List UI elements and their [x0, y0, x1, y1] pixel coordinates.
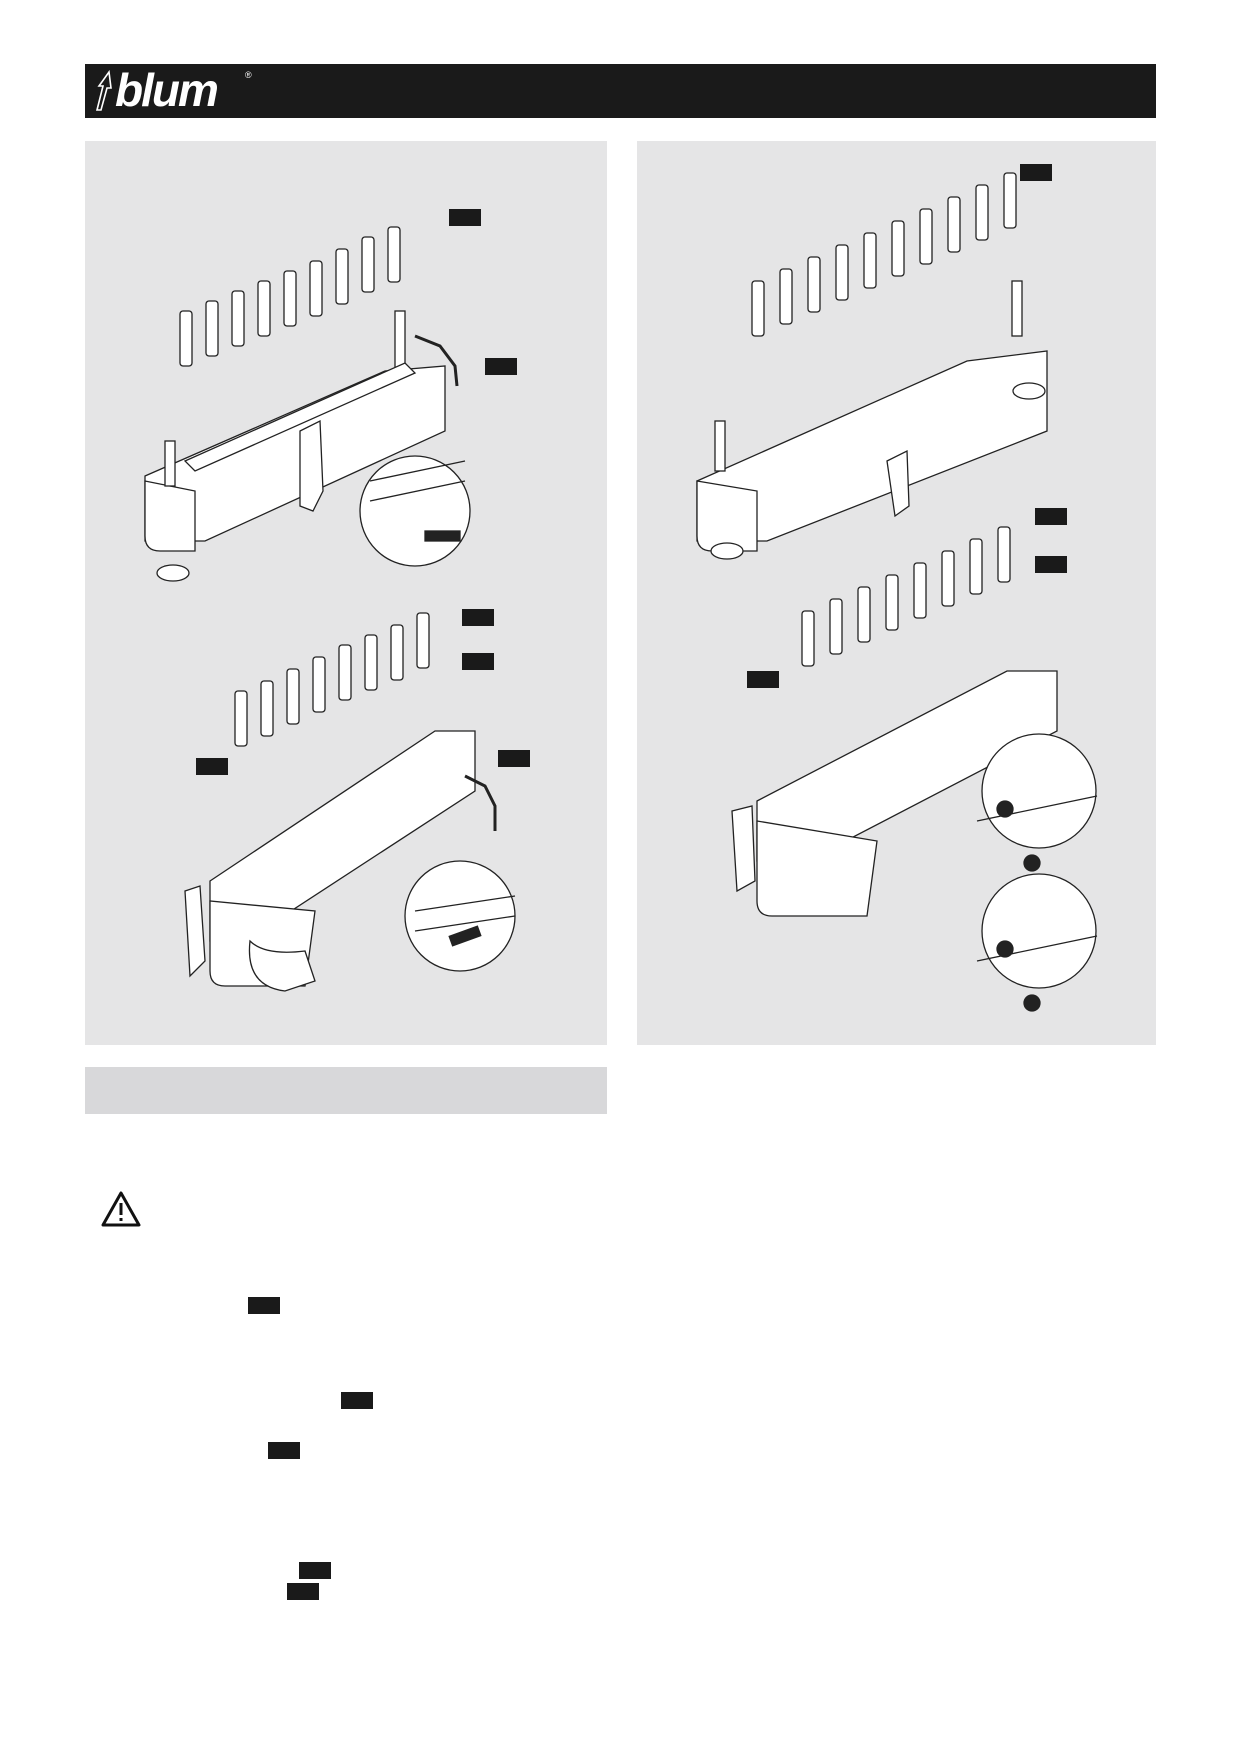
- section-heading-bar: [85, 1067, 607, 1114]
- inline-reference-tag: [268, 1442, 300, 1459]
- inline-reference-tag: [287, 1583, 319, 1600]
- callout-tag: [747, 671, 779, 688]
- brand-wordmark: blum: [115, 64, 219, 116]
- warning-triangle-icon: [101, 1191, 141, 1227]
- callout-tag: [1035, 556, 1067, 573]
- inline-reference-tag: [299, 1562, 331, 1579]
- registered-mark: ®: [245, 70, 252, 80]
- drill-head-top: [144, 226, 471, 582]
- left-figure-panel: [85, 141, 607, 1045]
- callout-tag: [1035, 508, 1067, 525]
- drill-head-bottom: [184, 612, 516, 992]
- callout-tag: [196, 758, 228, 775]
- right-panel-illustration: [696, 172, 1098, 1012]
- callout-tag: [498, 750, 530, 767]
- drill-head-insert: [731, 526, 1098, 1012]
- blum-arrow-icon: [95, 69, 112, 111]
- header-bar: blum ®: [85, 64, 1156, 118]
- callout-tag: [485, 358, 517, 375]
- allen-key-bottom: [464, 774, 497, 831]
- callout-tag: [1020, 164, 1052, 181]
- inline-reference-tag: [248, 1297, 280, 1314]
- inline-reference-tag: [341, 1392, 373, 1409]
- callout-tag: [449, 209, 481, 226]
- allen-key-top: [414, 334, 459, 387]
- callout-tag: [462, 653, 494, 670]
- left-panel-illustration: [144, 226, 516, 992]
- callout-tag: [462, 609, 494, 626]
- blum-logo: blum ®: [93, 64, 253, 116]
- drill-head-mounted: [696, 172, 1048, 560]
- right-figure-panel: [637, 141, 1156, 1045]
